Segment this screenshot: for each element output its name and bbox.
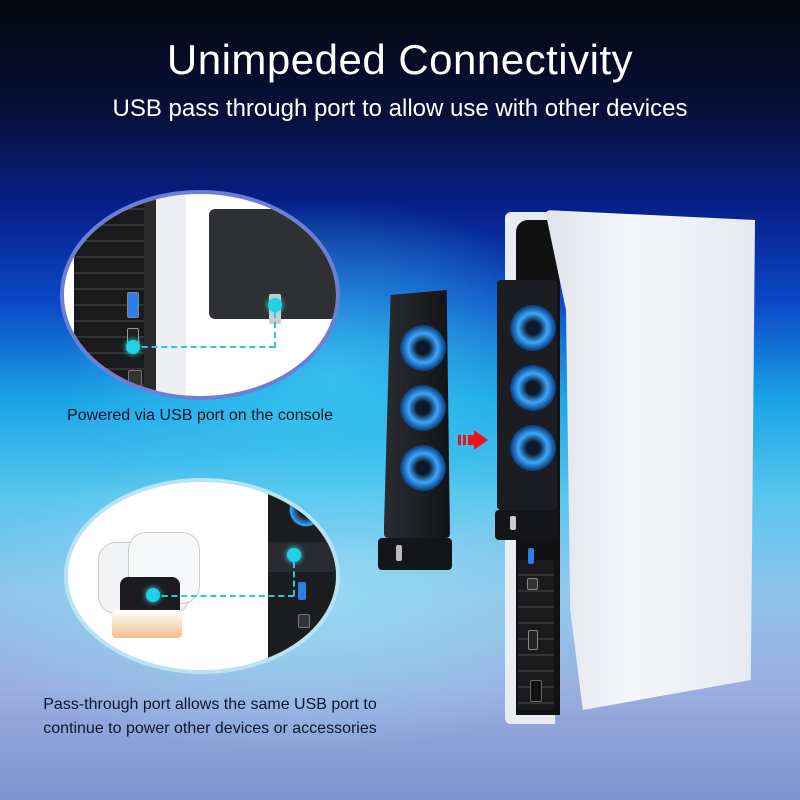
fan-icon (400, 445, 446, 491)
usb-port-icon (528, 548, 534, 564)
usb-port-icon (510, 516, 516, 530)
connection-dot (146, 588, 160, 602)
passthrough-module (268, 542, 336, 572)
fan-unit-closeup (268, 482, 336, 670)
connection-dot (126, 340, 140, 354)
fan-icon (510, 365, 556, 411)
caption-line-1: Pass-through port allows the same USB po… (43, 696, 377, 713)
usb-port-icon (298, 582, 306, 600)
connector-line (152, 595, 294, 597)
console-front-panel (545, 210, 755, 710)
ethernet-port-icon (128, 370, 142, 386)
power-port-icon (530, 680, 542, 702)
console-side-panel (156, 194, 186, 396)
connection-dot (268, 298, 282, 312)
page-subtitle: USB pass through port to allow use with … (112, 95, 688, 122)
charging-dock (112, 610, 182, 638)
page-title: Unimpeded Connectivity (166, 36, 634, 83)
ethernet-port-icon (298, 614, 310, 628)
callout-caption-2: Pass-through port allows the same USB po… (0, 693, 420, 741)
fan-icon (510, 425, 556, 471)
callout-circle-passthrough (64, 478, 340, 674)
callout-circle-console-usb (60, 190, 340, 400)
connector-line (293, 562, 295, 596)
usb-port-icon (127, 292, 139, 318)
attached-fan-base (495, 510, 559, 540)
connector-line (274, 312, 276, 348)
console-edge (144, 194, 156, 396)
caption-line-2: continue to power other devices or acces… (43, 720, 377, 737)
controller-icon (98, 532, 200, 638)
connector-line (132, 346, 275, 348)
fan-icon (400, 325, 446, 371)
callout-caption-1: Powered via USB port on the console (67, 407, 333, 424)
hdmi-port-icon (528, 630, 538, 650)
fan-icon (400, 385, 446, 431)
fan-icon (286, 490, 326, 530)
fan-base-module (378, 538, 452, 570)
fan-icon (510, 305, 556, 351)
right-arrow-icon (458, 430, 488, 450)
connection-dot (287, 548, 301, 562)
ethernet-port-icon (527, 578, 538, 590)
usb-port-icon (396, 545, 402, 561)
